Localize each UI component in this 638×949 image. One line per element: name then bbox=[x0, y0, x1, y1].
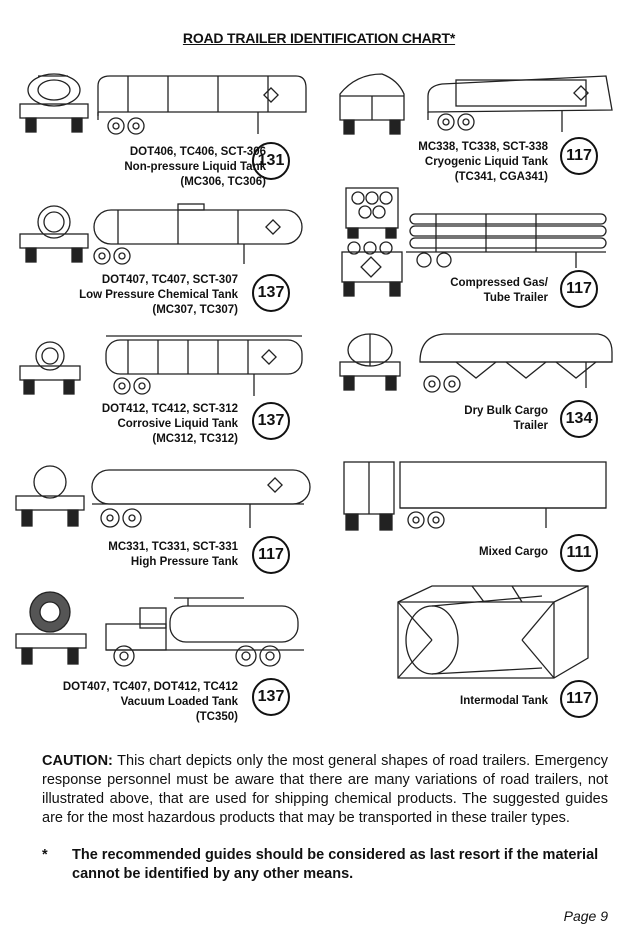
dry-bulk-trailer-illustration bbox=[336, 326, 616, 401]
label-line: MC338, TC338, SCT-338 bbox=[418, 141, 548, 153]
label-line: (MC307, TC307) bbox=[152, 304, 238, 316]
label-line: (TC350) bbox=[195, 711, 238, 723]
guide-number-badge: 131 bbox=[252, 142, 290, 180]
caution-paragraph: CAUTION: This chart depicts only the mos… bbox=[42, 752, 608, 828]
trailer-label-cryogenic-liquid-tank: MC338, TC338, SCT-338 Cryogenic Liquid T… bbox=[360, 140, 548, 185]
trailer-label-low-pressure-chemical-tank: DOT407, TC407, SCT-307 Low Pressure Chem… bbox=[40, 273, 238, 318]
label-line: Intermodal Tank bbox=[460, 695, 548, 707]
caution-text: This chart depicts only the most general… bbox=[42, 753, 608, 826]
trailer-label-vacuum-loaded-tank: DOT407, TC407, DOT412, TC412 Vacuum Load… bbox=[40, 680, 238, 725]
label-line: Dry Bulk Cargo bbox=[464, 405, 548, 417]
label-line: Corrosive Liquid Tank bbox=[117, 418, 238, 430]
page-title: ROAD TRAILER IDENTIFICATION CHART* bbox=[182, 30, 456, 46]
label-line: Cryogenic Liquid Tank bbox=[424, 156, 548, 168]
corrosive-tank-illustration bbox=[18, 330, 308, 405]
label-line: Mixed Cargo bbox=[478, 546, 548, 558]
guide-number-badge: 137 bbox=[252, 402, 290, 440]
label-line: Low Pressure Chemical Tank bbox=[79, 289, 238, 301]
guide-number-badge: 117 bbox=[252, 536, 290, 574]
trailer-label-corrosive-liquid-tank: DOT412, TC412, SCT-312 Corrosive Liquid … bbox=[40, 402, 238, 447]
label-line: (MC312, TC312) bbox=[152, 433, 238, 445]
footnote-text: The recommended guides should be conside… bbox=[72, 847, 599, 882]
label-line: DOT407, TC407, SCT-307 bbox=[101, 274, 238, 286]
label-line: MC331, TC331, SCT-331 bbox=[108, 541, 238, 553]
page-number: Page 9 bbox=[563, 908, 608, 924]
guide-number-badge: 137 bbox=[252, 678, 290, 716]
mixed-cargo-trailer-illustration bbox=[336, 458, 616, 540]
label-line: (MC306, TC306) bbox=[180, 176, 266, 188]
label-line: DOT406, TC406, SCT-306 bbox=[129, 146, 266, 158]
low-pressure-chemical-tank-illustration bbox=[18, 198, 308, 273]
label-line: DOT412, TC412, SCT-312 bbox=[101, 403, 238, 415]
trailer-label-mixed-cargo: Mixed Cargo bbox=[420, 545, 548, 560]
label-line: Compressed Gas/ bbox=[450, 277, 548, 289]
guide-number-badge: 117 bbox=[560, 270, 598, 308]
label-line: Tube Trailer bbox=[483, 292, 548, 304]
caution-lead: CAUTION: bbox=[42, 753, 113, 769]
cryogenic-tank-illustration bbox=[336, 70, 616, 140]
label-line: High Pressure Tank bbox=[130, 556, 238, 568]
label-line: Vacuum Loaded Tank bbox=[120, 696, 238, 708]
label-line: (TC341, CGA341) bbox=[454, 171, 548, 183]
trailer-label-dry-bulk-cargo-trailer: Dry Bulk Cargo Trailer bbox=[420, 404, 548, 434]
vacuum-loaded-tank-illustration bbox=[14, 588, 314, 672]
intermodal-tank-illustration bbox=[392, 582, 592, 688]
label-line: DOT407, TC407, DOT412, TC412 bbox=[62, 681, 238, 693]
trailer-label-non-pressure-liquid-tank: DOT406, TC406, SCT-306 Non-pressure Liqu… bbox=[40, 145, 266, 190]
guide-number-badge: 137 bbox=[252, 274, 290, 312]
guide-number-badge: 117 bbox=[560, 137, 598, 175]
tube-trailer-illustration bbox=[336, 168, 616, 303]
guide-number-badge: 117 bbox=[560, 680, 598, 718]
label-line: Non-pressure Liquid Tank bbox=[124, 161, 266, 173]
non-pressure-tank-illustration bbox=[18, 68, 308, 143]
guide-number-badge: 134 bbox=[560, 400, 598, 438]
label-line: Trailer bbox=[513, 420, 548, 432]
guide-number-badge: 111 bbox=[560, 534, 598, 572]
trailer-label-compressed-gas-tube-trailer: Compressed Gas/ Tube Trailer bbox=[420, 276, 548, 306]
high-pressure-tank-illustration bbox=[14, 460, 314, 538]
trailer-label-high-pressure-tank: MC331, TC331, SCT-331 High Pressure Tank bbox=[40, 540, 238, 570]
footnote-marker: * bbox=[42, 847, 48, 863]
trailer-label-intermodal-tank: Intermodal Tank bbox=[420, 694, 548, 709]
